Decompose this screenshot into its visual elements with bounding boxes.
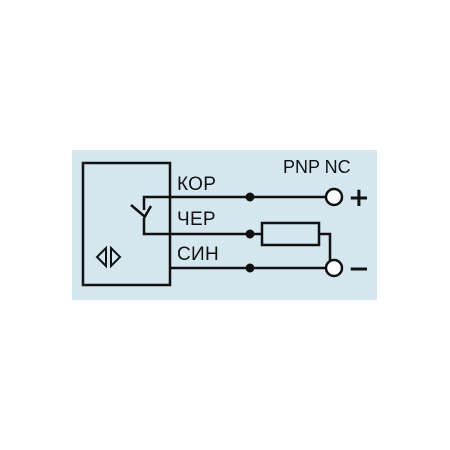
wire-label-blue: СИН (177, 244, 219, 265)
minus-sign: − (348, 254, 370, 284)
resistor-return-wire (319, 232, 332, 268)
junction-dot (245, 263, 255, 273)
terminal-minus (324, 258, 344, 278)
switch-contact-icon (130, 195, 170, 236)
sensor-body (81, 161, 172, 287)
inductive-sensor-icon (95, 245, 122, 269)
wire-label-black: ЧЕР (177, 209, 216, 230)
wire-label-brown: КОР (177, 174, 216, 195)
mode-label: PNP NC (283, 157, 351, 177)
diagram-panel (72, 150, 377, 300)
terminal-plus (324, 187, 344, 207)
junction-dot (245, 192, 255, 202)
plus-sign: + (348, 183, 370, 213)
junction-dot (245, 229, 255, 239)
